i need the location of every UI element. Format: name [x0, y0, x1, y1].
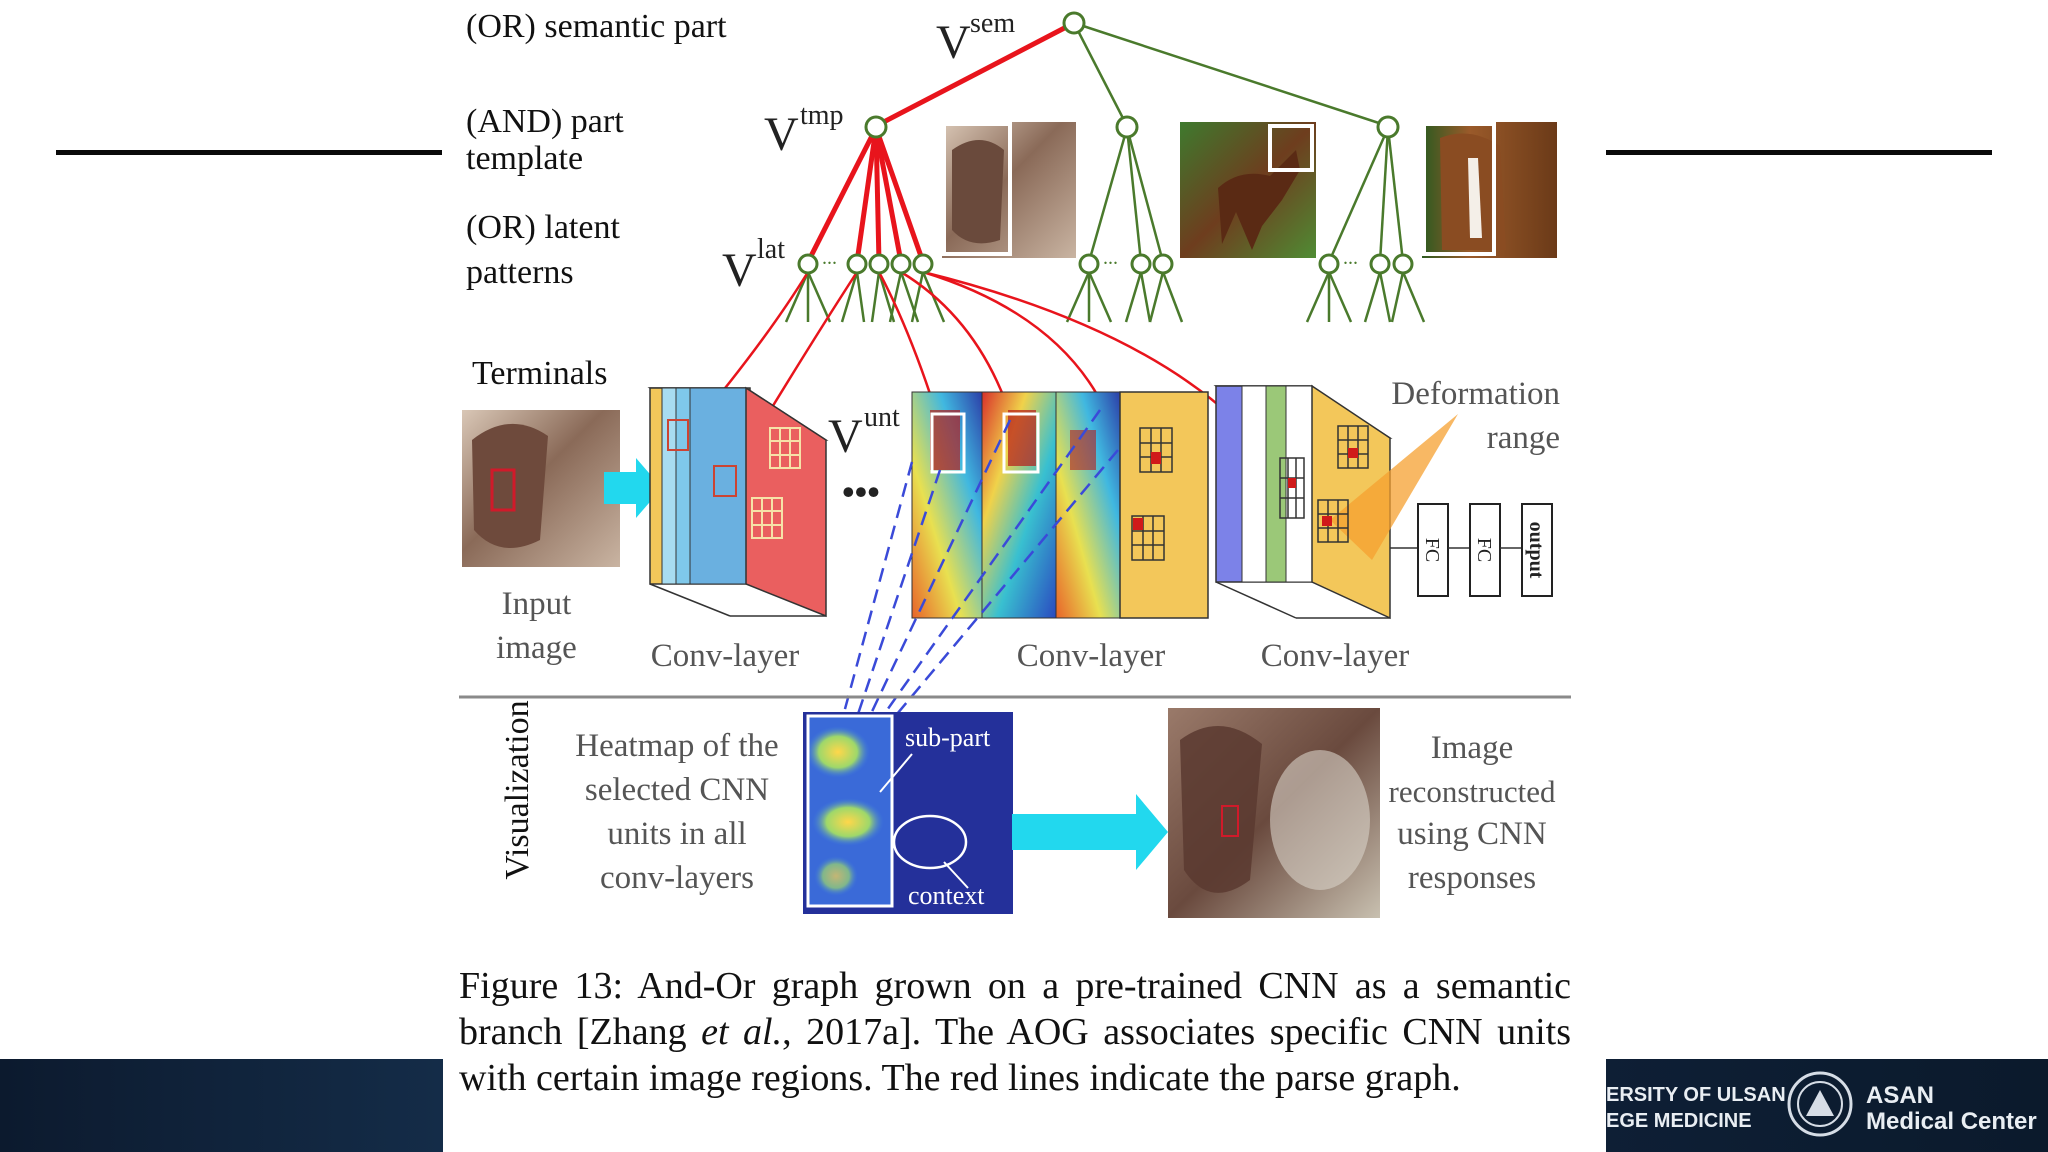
v-unt-symbol: V [828, 410, 863, 463]
template-image-2 [1180, 122, 1316, 258]
v-sem-symbol: V [936, 16, 971, 69]
v-lat-symbol: V [722, 244, 757, 297]
heatmap-caption-line1: Heatmap of the [575, 728, 779, 764]
conv-block-heatmaps [911, 391, 1209, 619]
label-semantic-part: (OR) semantic part [466, 8, 727, 45]
parse-graph-red [805, 20, 1076, 264]
output-label: output [1525, 522, 1547, 579]
input-image-label-1: Input [501, 586, 572, 622]
latent-dots-3: ... [1343, 247, 1358, 269]
conv-block-1 [647, 386, 829, 618]
label-part-template-2: template [466, 140, 584, 177]
tree-nodes [797, 11, 1414, 275]
label-latent-2: patterns [466, 254, 574, 291]
sub-part-label: sub-part [905, 723, 991, 752]
layers-ellipsis: ••• [842, 472, 880, 512]
left-divider-line [56, 150, 442, 155]
latent-dots-1: ... [822, 247, 837, 269]
context-label: context [908, 881, 985, 910]
right-divider-line [1606, 150, 1992, 155]
conv-layer-label-2: Conv-layer [1016, 638, 1166, 674]
v-unt-superscript: unt [864, 402, 900, 433]
v-tmp-symbol: V [764, 108, 799, 161]
latent-dots-2: ... [1103, 247, 1118, 269]
recon-caption-line1: Image [1430, 730, 1514, 766]
heatmap-caption-line4: conv-layers [600, 860, 754, 896]
label-terminals: Terminals [472, 355, 608, 392]
input-arrow-icon [604, 458, 662, 518]
v-lat-superscript: lat [757, 234, 785, 265]
heatmap-panel: sub-part context [803, 712, 1013, 914]
heatmap-caption-line2: selected CNN [584, 772, 770, 808]
heatmap-caption-line3: units in all [607, 816, 747, 852]
label-latent-1: (OR) latent [466, 209, 620, 246]
output-box [1521, 503, 1553, 597]
deformation-label-1: Deformation [1391, 376, 1560, 412]
node-v-tmp-2 [1115, 115, 1139, 139]
university-logo-line1: ERSITY OF ULSAN [1606, 1084, 1786, 1106]
template-image-1 [942, 122, 1076, 258]
figure-caption: Figure 13: And-Or graph grown on a pre-t… [459, 963, 1571, 1101]
recon-caption-line4: responses [1407, 860, 1537, 896]
node-v-tmp-3 [1376, 115, 1400, 139]
asan-logo-line2: Medical Center [1866, 1108, 2037, 1135]
fc-label-1: FC [1421, 538, 1443, 562]
conv-layer-label-3: Conv-layer [1260, 638, 1410, 674]
fc-label-2: FC [1473, 538, 1495, 562]
label-part-template-1: (AND) part [466, 103, 624, 140]
asan-emblem-icon [1787, 1071, 1853, 1137]
university-logo-line2: EGE MEDICINE [1606, 1110, 1752, 1132]
reconstructed-image [1168, 708, 1380, 918]
fc-box-1 [1417, 503, 1449, 597]
input-image-label-2: image [496, 630, 577, 666]
fc-layers: FC FC output [1390, 503, 1553, 597]
node-v-sem [1062, 11, 1086, 35]
v-sem-superscript: sem [970, 8, 1015, 39]
recon-caption-line2: reconstructed [1388, 774, 1556, 809]
deformation-label-2: range [1486, 420, 1560, 456]
caption-etal: et al. [701, 1011, 783, 1053]
and-or-tree-green [784, 21, 1426, 323]
deformation-range-wedge [1330, 414, 1458, 560]
node-v-tmp-1 [864, 115, 888, 139]
v-tmp-superscript: tmp [800, 100, 844, 131]
conv-layer-label-1: Conv-layer [650, 638, 800, 674]
fc-box-2 [1469, 503, 1501, 597]
reconstruction-arrow-icon [1012, 794, 1168, 870]
visualization-title: Visualization [499, 700, 536, 879]
caption-prefix: Figure 13: And-Or graph grown on a pre-t… [459, 965, 1571, 1053]
projection-dashes [840, 409, 1119, 721]
input-image [462, 410, 620, 567]
recon-caption-line3: using CNN [1397, 816, 1547, 852]
asan-logo-line1: ASAN [1866, 1082, 1935, 1109]
template-image-3 [1422, 122, 1557, 258]
caption-suffix: , 2017a]. The AOG associates specific CN… [459, 1011, 1571, 1099]
conv-block-3 [1213, 384, 1458, 620]
